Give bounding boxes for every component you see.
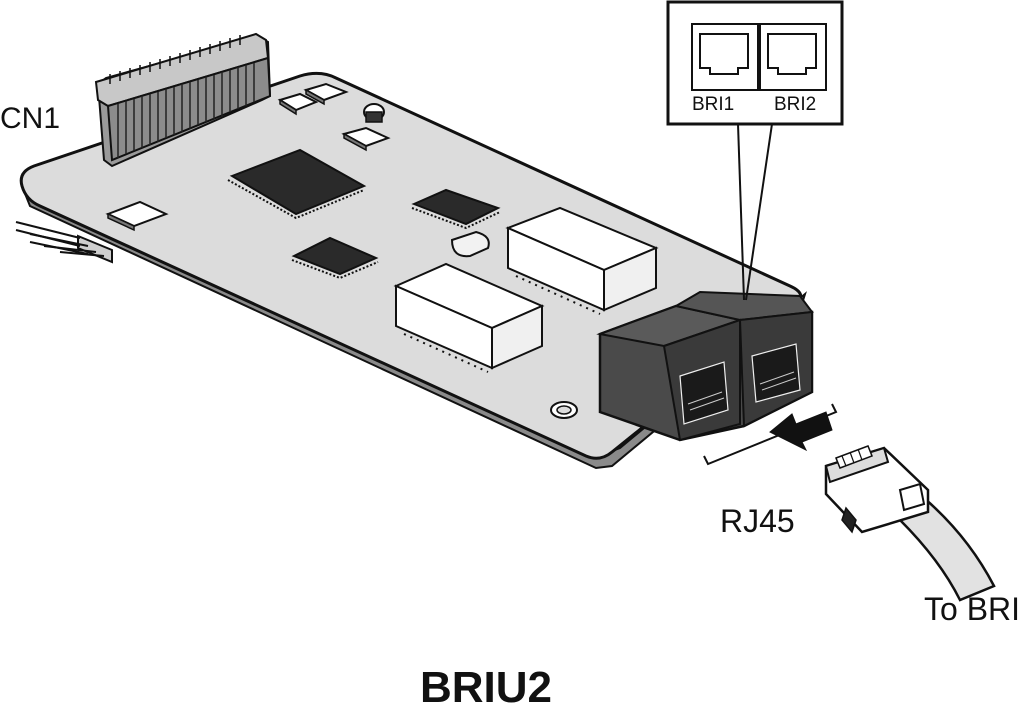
rj45-port-icon [699, 33, 749, 75]
rj45-jacks [596, 290, 814, 442]
port-1-label: BRI1 [692, 94, 734, 115]
port-2-label: BRI2 [774, 94, 816, 115]
board-title: BRIU2 [420, 663, 552, 712]
insert-arrow-icon [769, 411, 833, 452]
smd-components [105, 82, 578, 419]
ic-chips [227, 148, 501, 280]
rj45-port-icon [767, 33, 817, 75]
transformer-blocks [393, 206, 659, 373]
pin-header [15, 221, 113, 264]
rj45-label: RJ45 [720, 503, 795, 539]
destination-label: To BRI [924, 591, 1020, 627]
insertion-guide [703, 403, 838, 466]
cn1-label: CN1 [0, 102, 60, 135]
rj45-plug [824, 445, 996, 602]
port-callout [666, 0, 844, 301]
cn1-connector [94, 32, 272, 168]
